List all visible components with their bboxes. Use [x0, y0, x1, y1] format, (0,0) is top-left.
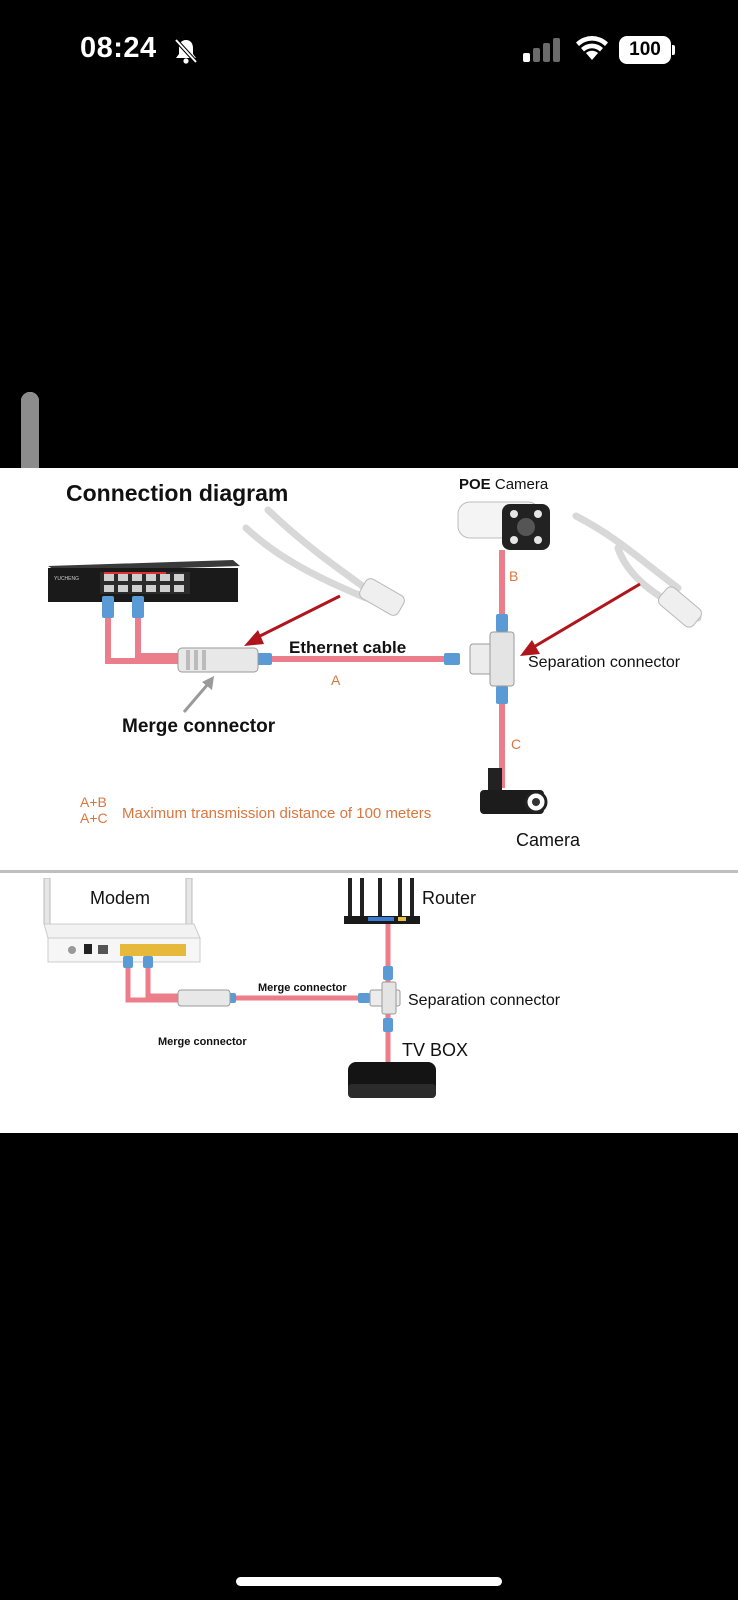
bell-slash-icon: [174, 38, 198, 64]
poe-camera-image: [457, 501, 550, 550]
merge-connector-small-image: [177, 989, 231, 1007]
diagram-title: Connection diagram: [66, 480, 289, 506]
poe-camera-label-bold: POE: [459, 476, 491, 493]
cable-switch-1: [105, 618, 188, 664]
separation-connector-small-image: [369, 981, 401, 1015]
splitter-cable-image-left: [242, 506, 372, 602]
home-network-diagram-panel[interactable]: Modem Router Merge connector Separation …: [18, 878, 720, 1130]
distance-note: Maximum transmission distance of 100 met…: [122, 805, 432, 822]
image-divider: [0, 870, 738, 873]
switch-brand-text: YUCHENG: [54, 576, 79, 582]
poe-camera-label-rest: Camera: [490, 476, 549, 493]
connection-diagram-drawing: YUCHENG: [48, 501, 702, 814]
distance-ab-label: A+B: [80, 794, 107, 810]
merge-connector-label-bottom: Merge connector: [158, 1036, 247, 1048]
merge-connector-cable-label: Merge connector: [258, 982, 347, 994]
separation-connector-label: Separation connector: [528, 654, 681, 671]
merge-connector-image: [177, 647, 259, 673]
tv-box-label: TV BOX: [402, 1040, 469, 1060]
connection-diagram-panel[interactable]: YUCHENG: [18, 468, 720, 866]
arrow-merge-label: [182, 676, 214, 713]
home-network-diagram-drawing: [43, 878, 436, 1098]
tv-box-image: [348, 1062, 436, 1098]
modem-label: Modem: [90, 888, 151, 908]
segment-a-label: A: [331, 672, 341, 688]
status-time: 08:24: [80, 32, 157, 64]
home-indicator[interactable]: [236, 1577, 502, 1586]
separation-connector-image: [469, 631, 515, 687]
modem-image: [43, 878, 201, 963]
merge-connector-label: Merge connector: [122, 716, 276, 737]
ethernet-cable-label: Ethernet cable: [289, 638, 407, 657]
poe-camera-label: POE Camera: [459, 476, 548, 493]
segment-b-label: B: [509, 568, 519, 584]
battery-nub: [672, 45, 675, 55]
segment-c-label: C: [511, 736, 522, 752]
battery-level: 100: [619, 36, 671, 64]
wifi-icon: [576, 36, 608, 60]
arrow-to-separation-connector: [520, 582, 641, 656]
arrow-to-merge-connector: [244, 594, 341, 646]
status-bar: 08:24 100: [0, 0, 738, 100]
router-label: Router: [422, 888, 477, 908]
poe-switch-image: YUCHENG: [48, 560, 240, 602]
distance-ac-label: A+C: [80, 810, 108, 826]
camera-label: Camera: [516, 830, 581, 850]
battery-icon: 100: [619, 36, 675, 64]
scroll-thumb[interactable]: [21, 392, 39, 484]
cellular-signal-icon: [523, 38, 560, 62]
camera-image: [480, 768, 548, 814]
router-image: [344, 878, 420, 924]
separation-connector-label-bottom: Separation connector: [408, 992, 561, 1009]
cable-switch-2: [135, 618, 188, 659]
